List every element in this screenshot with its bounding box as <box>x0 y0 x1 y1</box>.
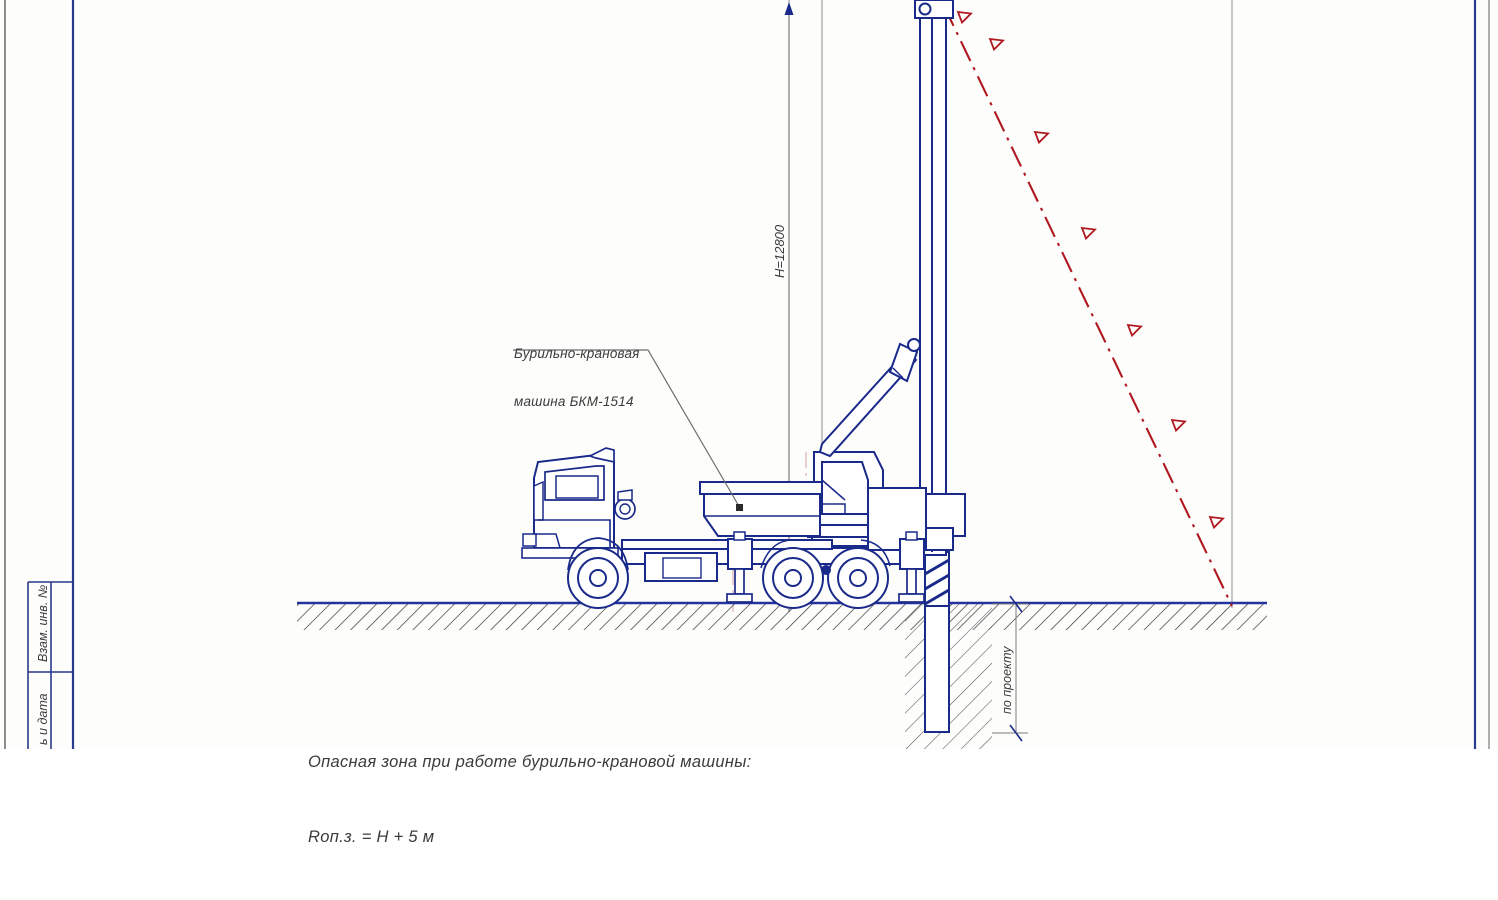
sheet-frame <box>4 0 1490 749</box>
drilling-mast <box>914 0 954 556</box>
title-block-row-0-label: Взам. инв. № <box>36 584 50 662</box>
ground <box>297 601 1267 630</box>
machine-label-line2: машина БКМ-1514 <box>514 394 634 409</box>
outrigger-front <box>726 531 753 603</box>
drawing-canvas: Бурильно-крановая машина БКМ-1514 Н=1280… <box>4 0 1490 846</box>
notes-line1: Опасная зона при работе бурильно-краново… <box>308 753 752 771</box>
truck-cab <box>521 447 636 559</box>
title-block-table <box>27 581 73 749</box>
danger-zone-line <box>943 5 1233 607</box>
label-leader-line <box>513 349 743 511</box>
rig-body <box>699 481 823 537</box>
machine-label: Бурильно-крановая машина БКМ-1514 <box>514 314 640 442</box>
outrigger-rear <box>898 531 925 603</box>
borehole-section <box>905 551 992 749</box>
depth-dimension <box>992 595 1028 742</box>
title-block-row-1-label: ь и дата <box>36 693 50 745</box>
depth-dimension-text: по проекту <box>1000 646 1014 714</box>
machine-label-line1: Бурильно-крановая <box>514 346 640 361</box>
technical-drawing-svg <box>4 0 1490 749</box>
boom-cylinder <box>818 338 921 458</box>
notes-block: Опасная зона при работе бурильно-краново… <box>308 700 752 900</box>
truck-wheels <box>567 537 891 609</box>
height-dimension-text: Н=12800 <box>772 224 787 278</box>
notes-line2: Rоп.з. = Н + 5 м <box>308 828 435 846</box>
